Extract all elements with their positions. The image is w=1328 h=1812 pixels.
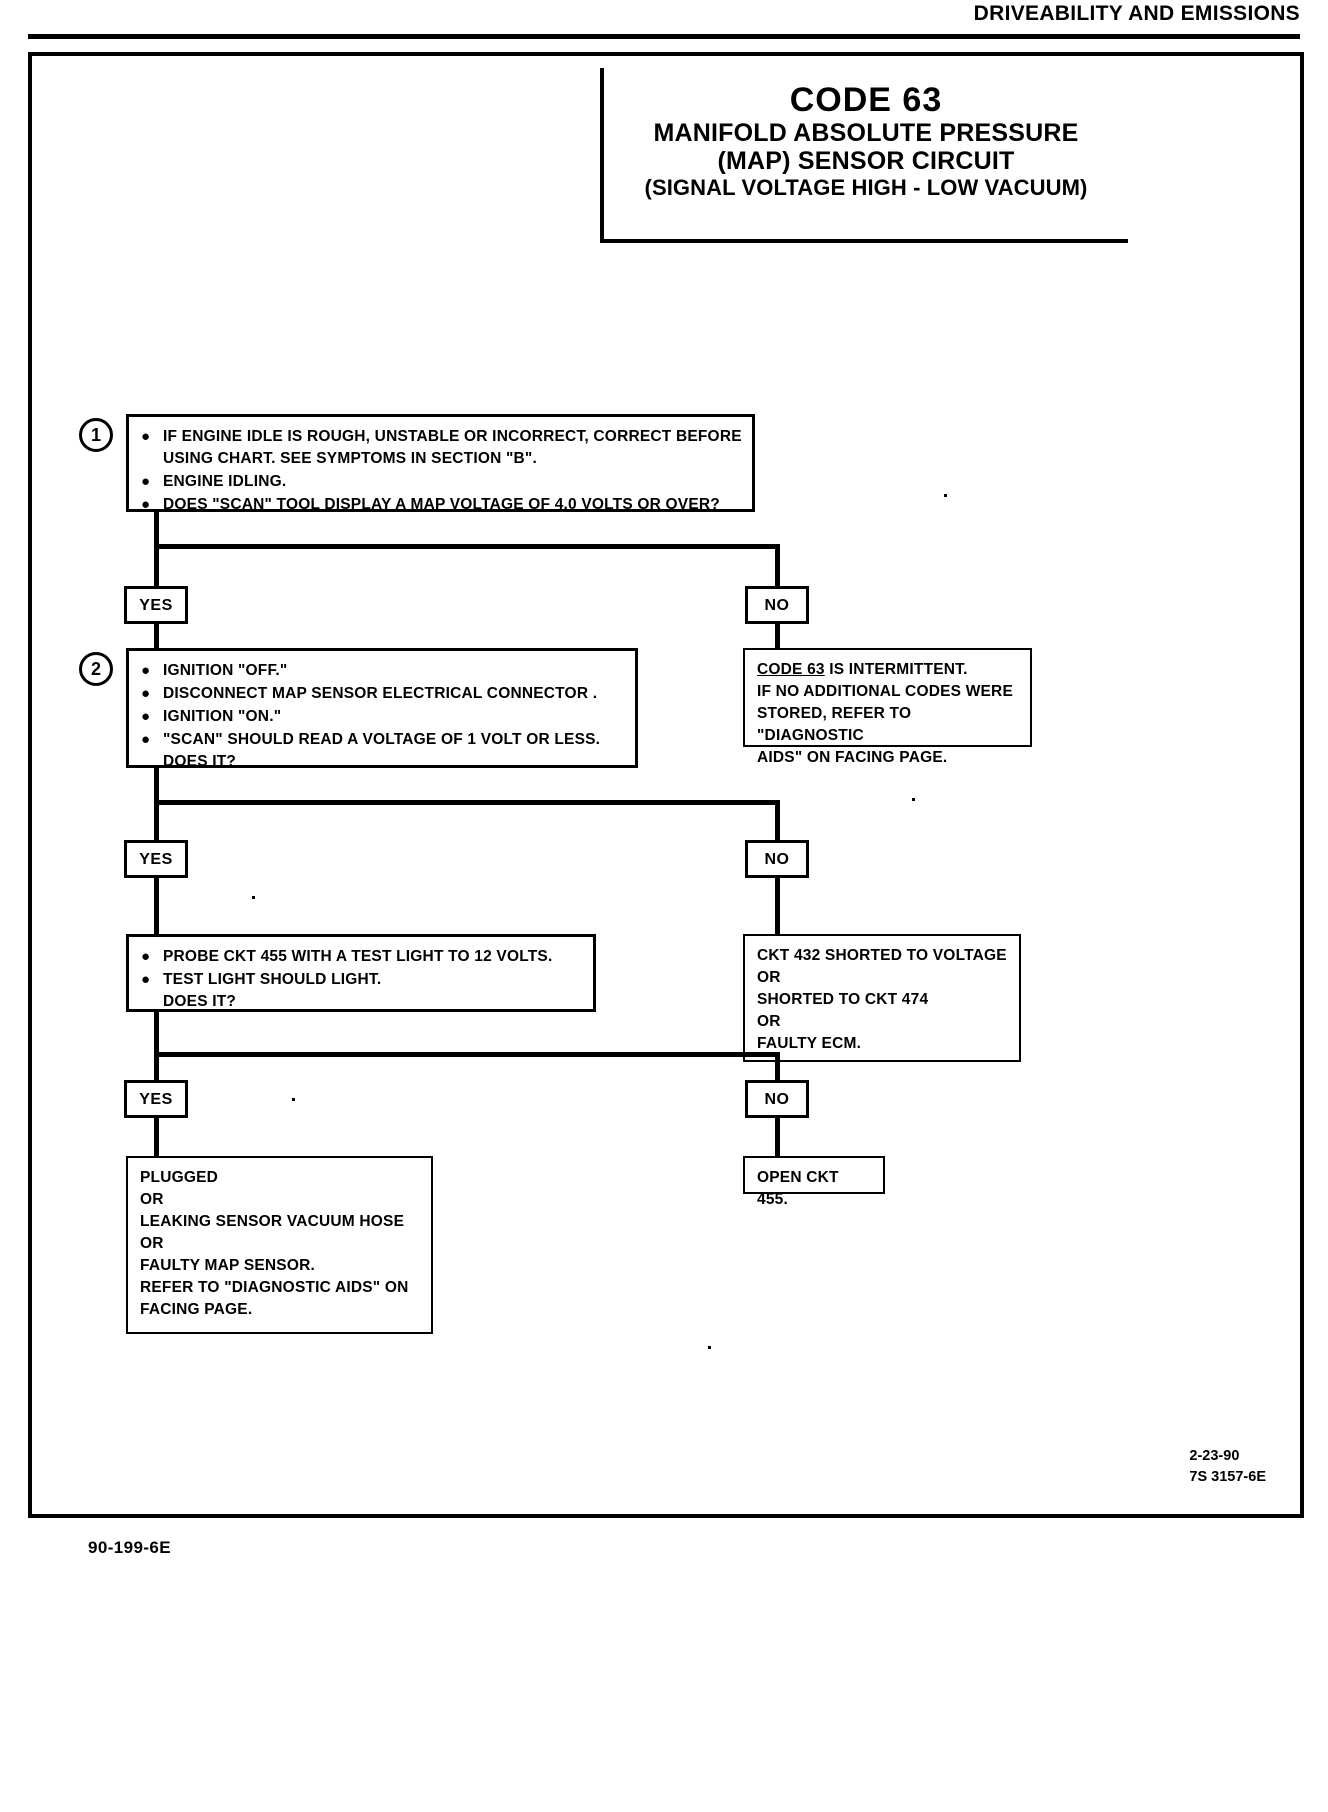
connector-step1-no-down (775, 544, 780, 589)
step-1-bullet-3: DOES "SCAN" TOOL DISPLAY A MAP VOLTAGE O… (163, 496, 720, 513)
connector-yes1-to-step2 (154, 624, 159, 658)
branch-tag-no-1: NO (745, 586, 809, 624)
list-item: ● IGNITION "ON." (141, 706, 625, 728)
intermittent-line-3: STORED, REFER TO "DIAGNOSTIC (757, 705, 912, 744)
ckt-shorted-box: CKT 432 SHORTED TO VOLTAGE OR SHORTED TO… (743, 934, 1021, 1062)
list-item: ● IGNITION "OFF." (141, 660, 625, 682)
step-3-box: ● PROBE CKT 455 WITH A TEST LIGHT TO 12 … (126, 934, 596, 1012)
diagnostic-flowchart: 1 ● IF ENGINE IDLE IS ROUGH, UNSTABLE OR… (32, 56, 1308, 1522)
shorted-line-1: CKT 432 SHORTED TO VOLTAGE (757, 947, 1007, 964)
revision-date: 2-23-90 (1189, 1447, 1240, 1464)
bullet-icon: ● (141, 971, 151, 988)
connector-step3-no-down (775, 1052, 780, 1082)
connector-no3-to-open (775, 1118, 780, 1160)
header-divider-rule (28, 34, 1300, 39)
step-1-box: ● IF ENGINE IDLE IS ROUGH, UNSTABLE OR I… (126, 414, 755, 513)
page-header-title: DRIVEABILITY AND EMISSIONS (973, 2, 1300, 25)
plugged-line-7: FACING PAGE. (140, 1301, 253, 1318)
bullet-icon: ● (141, 428, 151, 445)
step-number-2: 2 (79, 652, 113, 686)
list-item: ● DOES "SCAN" TOOL DISPLAY A MAP VOLTAGE… (141, 494, 742, 516)
branch-tag-no-3: NO (745, 1080, 809, 1118)
plugged-line-4: OR (140, 1235, 164, 1252)
list-item: ● DISCONNECT MAP SENSOR ELECTRICAL CONNE… (141, 683, 625, 705)
connector-step1-horizontal (154, 544, 780, 549)
connector-yes2-to-step3 (154, 878, 159, 938)
connector-step2-no-down (775, 800, 780, 842)
branch-tag-no-2: NO (745, 840, 809, 878)
intermittent-line-4: AIDS" ON FACING PAGE. (757, 749, 948, 766)
connector-step1-yes-down (154, 544, 159, 589)
scan-speck (292, 1098, 295, 1101)
step-2-bullet-2: DISCONNECT MAP SENSOR ELECTRICAL CONNECT… (163, 685, 598, 702)
plugged-line-1: PLUGGED (140, 1169, 219, 1186)
list-item: ● IF ENGINE IDLE IS ROUGH, UNSTABLE OR I… (141, 426, 742, 470)
step-number-1: 1 (79, 418, 113, 452)
branch-tag-yes-1: YES (124, 586, 188, 624)
list-item: ● "SCAN" SHOULD READ A VOLTAGE OF 1 VOLT… (141, 729, 625, 773)
connector-step2-yes-down (154, 800, 159, 842)
code-intermittent-box: CODE 63 IS INTERMITTENT. IF NO ADDITIONA… (743, 648, 1032, 766)
bullet-icon: ● (141, 496, 151, 513)
intermittent-line-1-rest: IS INTERMITTENT. (824, 661, 968, 678)
branch-tag-yes-2: YES (124, 840, 188, 878)
bullet-icon: ● (141, 473, 151, 490)
step-1-bullet-1: IF ENGINE IDLE IS ROUGH, UNSTABLE OR INC… (163, 428, 742, 467)
plugged-line-5: FAULTY MAP SENSOR. (140, 1257, 315, 1274)
bullet-icon: ● (141, 948, 151, 965)
intermittent-line-2: IF NO ADDITIONAL CODES WERE (757, 683, 1013, 700)
scan-speck (708, 1346, 711, 1349)
connector-step3-horizontal (154, 1052, 780, 1057)
document-number: 7S 3157-6E (1189, 1468, 1266, 1485)
step-2-bullet-4: "SCAN" SHOULD READ A VOLTAGE OF 1 VOLT O… (163, 731, 601, 770)
step-3-bullet-2: TEST LIGHT SHOULD LIGHT. DOES IT? (163, 971, 382, 1010)
shorted-line-5: FAULTY ECM. (757, 1035, 862, 1052)
branch-tag-yes-3: YES (124, 1080, 188, 1118)
plugged-line-2: OR (140, 1191, 164, 1208)
connector-step3-yes-down (154, 1052, 159, 1082)
chart-title-block: CODE 63 MANIFOLD ABSOLUTE PRESSURE (MAP)… (600, 68, 1128, 243)
page-number: 90-199-6E (88, 1538, 171, 1557)
chart-page-frame: CODE 63 MANIFOLD ABSOLUTE PRESSURE (MAP)… (28, 52, 1304, 1518)
connector-yes3-to-plugged (154, 1118, 159, 1160)
shorted-line-2: OR (757, 969, 781, 986)
open-ckt-result-box: OPEN CKT 455. (743, 1156, 885, 1208)
connector-step2-down (154, 768, 159, 804)
chart-subtitle-line2: (MAP) SENSOR CIRCUIT (717, 147, 1015, 176)
list-item: ● ENGINE IDLING. (141, 471, 742, 493)
plugged-result-box: PLUGGED OR LEAKING SENSOR VACUUM HOSE OR… (126, 1156, 433, 1334)
shorted-line-4: OR (757, 1013, 781, 1030)
connector-step1-down (154, 512, 159, 548)
bullet-icon: ● (141, 708, 151, 725)
bullet-icon: ● (141, 662, 151, 679)
bullet-icon: ● (141, 685, 151, 702)
scan-speck (944, 494, 947, 497)
chart-subtitle-line1: MANIFOLD ABSOLUTE PRESSURE (653, 119, 1079, 148)
open-ckt-text: OPEN CKT 455. (757, 1169, 839, 1208)
step-2-box: ● IGNITION "OFF." ● DISCONNECT MAP SENSO… (126, 648, 638, 770)
step-2-bullet-1: IGNITION "OFF." (163, 662, 288, 679)
list-item: ● TEST LIGHT SHOULD LIGHT. DOES IT? (141, 969, 583, 1013)
plugged-line-3: LEAKING SENSOR VACUUM HOSE (140, 1213, 405, 1230)
chart-condition-line: (SIGNAL VOLTAGE HIGH - LOW VACUUM) (644, 175, 1088, 201)
code-reference-underlined: CODE 63 (757, 661, 825, 678)
step-2-bullet-3: IGNITION "ON." (163, 708, 282, 725)
plugged-line-6: REFER TO "DIAGNOSTIC AIDS" ON (140, 1279, 409, 1296)
revision-block: 2-23-90 7S 3157-6E (1189, 1446, 1266, 1488)
list-item: ● PROBE CKT 455 WITH A TEST LIGHT TO 12 … (141, 946, 583, 968)
connector-step3-down (154, 1012, 159, 1056)
bullet-icon: ● (141, 731, 151, 748)
intermittent-line-1: CODE 63 IS INTERMITTENT. (757, 659, 1020, 681)
step-3-bullet-1: PROBE CKT 455 WITH A TEST LIGHT TO 12 VO… (163, 948, 553, 965)
connector-step2-horizontal (154, 800, 780, 805)
scan-speck (252, 896, 255, 899)
step-1-bullet-2: ENGINE IDLING. (163, 473, 287, 490)
shorted-line-3: SHORTED TO CKT 474 (757, 991, 929, 1008)
connector-no1-to-intermittent (775, 624, 780, 658)
chart-code-title: CODE 63 (789, 81, 943, 119)
scan-speck (912, 798, 915, 801)
page-header: DRIVEABILITY AND EMISSIONS (0, 0, 1328, 46)
connector-no2-to-shorted (775, 878, 780, 938)
